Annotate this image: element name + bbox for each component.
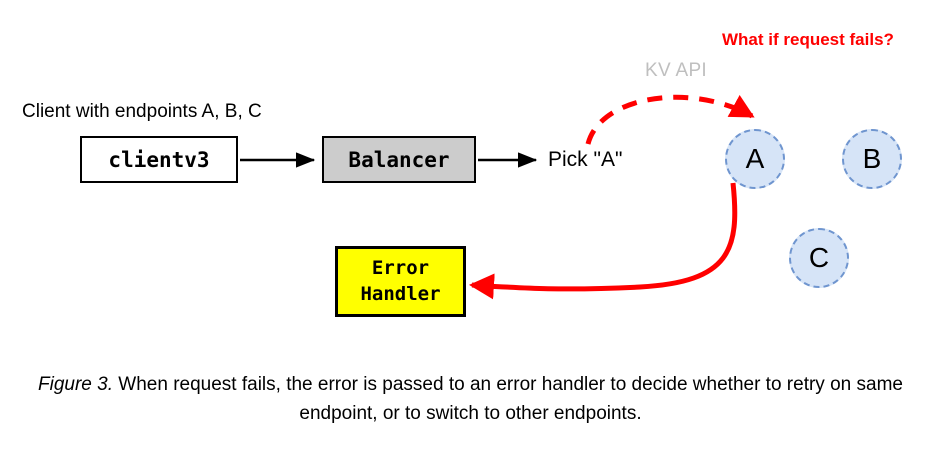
error-handler-line-2: Handler [360,282,441,305]
endpoint-node-a: A [725,129,785,189]
error-handler-box: Error Handler [335,246,466,317]
request-fails-question-label: What if request fails? [722,30,894,49]
kv-api-label: KV API [645,60,708,81]
endpoint-node-b: B [842,129,902,189]
arrow-error-to-handler [469,182,738,300]
endpoint-node-c: C [789,228,849,288]
clientv3-box: clientv3 [80,136,238,183]
figure-number: Figure 3. [38,374,113,395]
pick-endpoint-label: Pick "A" [548,148,623,171]
client-endpoints-label: Client with endpoints A, B, C [22,101,262,122]
figure-caption-text: When request fails, the error is passed … [118,374,903,425]
figure-caption: Figure 3. When request fails, the error … [0,370,941,429]
arrow-kv-api-request [585,94,755,145]
balancer-box: Balancer [322,136,476,183]
error-handler-line-1: Error [371,257,430,280]
